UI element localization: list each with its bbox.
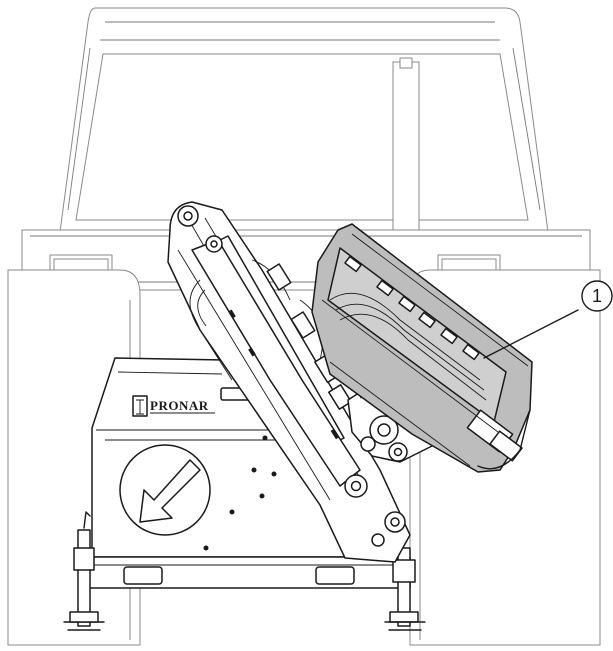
- callout-1-number: 1: [592, 286, 602, 306]
- outrigger-right: [384, 547, 426, 631]
- brand-label: PRONAR: [150, 398, 209, 413]
- callout-1-circle: [581, 280, 613, 312]
- folded-grapple-unit: [311, 223, 533, 473]
- outrigger-left: [63, 511, 105, 631]
- pronar-logo-icon: PRONAR: [132, 395, 215, 417]
- arrow-icon: [119, 444, 211, 536]
- unit-tags: [344, 255, 480, 361]
- callout-1: 1: [483, 280, 613, 359]
- crane-arm: [167, 201, 411, 563]
